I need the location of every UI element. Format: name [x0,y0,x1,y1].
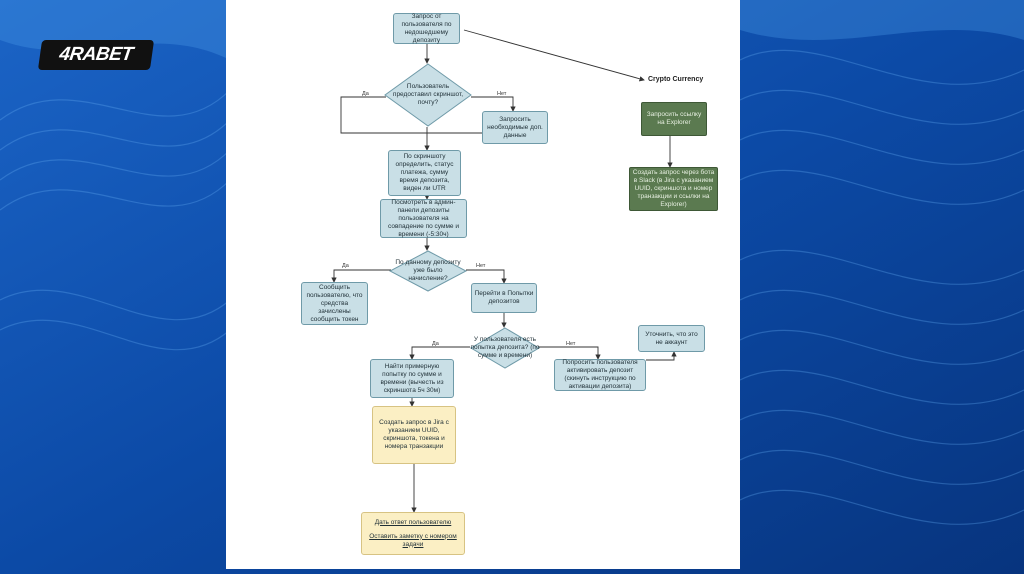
node-ask-data: Запросить необходимые доп. данные [482,111,548,144]
reply-user-text: Дать ответ пользователю [374,518,452,526]
edge-label-yes-3: Да [432,341,439,347]
diamond-attempt [470,327,540,369]
leave-note-text: Оставить заметку с номером задачи [369,532,457,548]
flow-connectors [331,29,677,513]
node-jira-request: Создать запрос в Jira с указанием UUID, … [372,406,456,464]
diamond-screenshot-label: Пользователь предоставил скриншот, почту… [392,83,464,106]
node-clarify: Уточнить, что это не аккаунт [638,325,705,352]
edge-label-yes-2: Да [342,263,349,269]
edge-label-yes-1: Да [362,91,369,97]
node-inform-user: Сообщить пользователю, что средства зачи… [301,282,368,325]
diamond-credited [389,250,467,292]
edge-label-no-1: Нет [497,91,507,97]
node-start-request: Запрос от пользователя по недошедшему де… [393,13,460,44]
diamond-screenshot [384,63,472,127]
diamond-credited-label: По данному депозиту уже было начисление? [395,259,461,282]
node-identify-payment: По скриншоту определить, статус платежа,… [388,150,461,196]
edge-label-no-3: Нет [566,341,576,347]
brand-logo: 4RABET [37,40,155,70]
node-ask-activate: Попросить пользователя активировать депо… [554,359,646,391]
node-check-admin: Посмотреть в админ-панели депозиты польз… [380,199,467,238]
node-go-attempts: Перейти в Попытки депозитов [471,283,537,313]
node-crypto-slack: Создать запрос через бота в Slack (в Jir… [629,167,718,211]
diamond-attempt-label: У пользователя есть попытка депозита? (п… [470,336,540,359]
crypto-currency-label: Crypto Currency [648,76,704,83]
edge-label-no-2: Нет [476,263,486,269]
node-final-reply: Дать ответ пользователю Оставить заметку… [361,512,465,555]
node-crypto-explorer: Запросить ссылку на Explorer [641,102,707,136]
node-find-attempt: Найти примерную попытку по сумме и време… [370,359,454,398]
